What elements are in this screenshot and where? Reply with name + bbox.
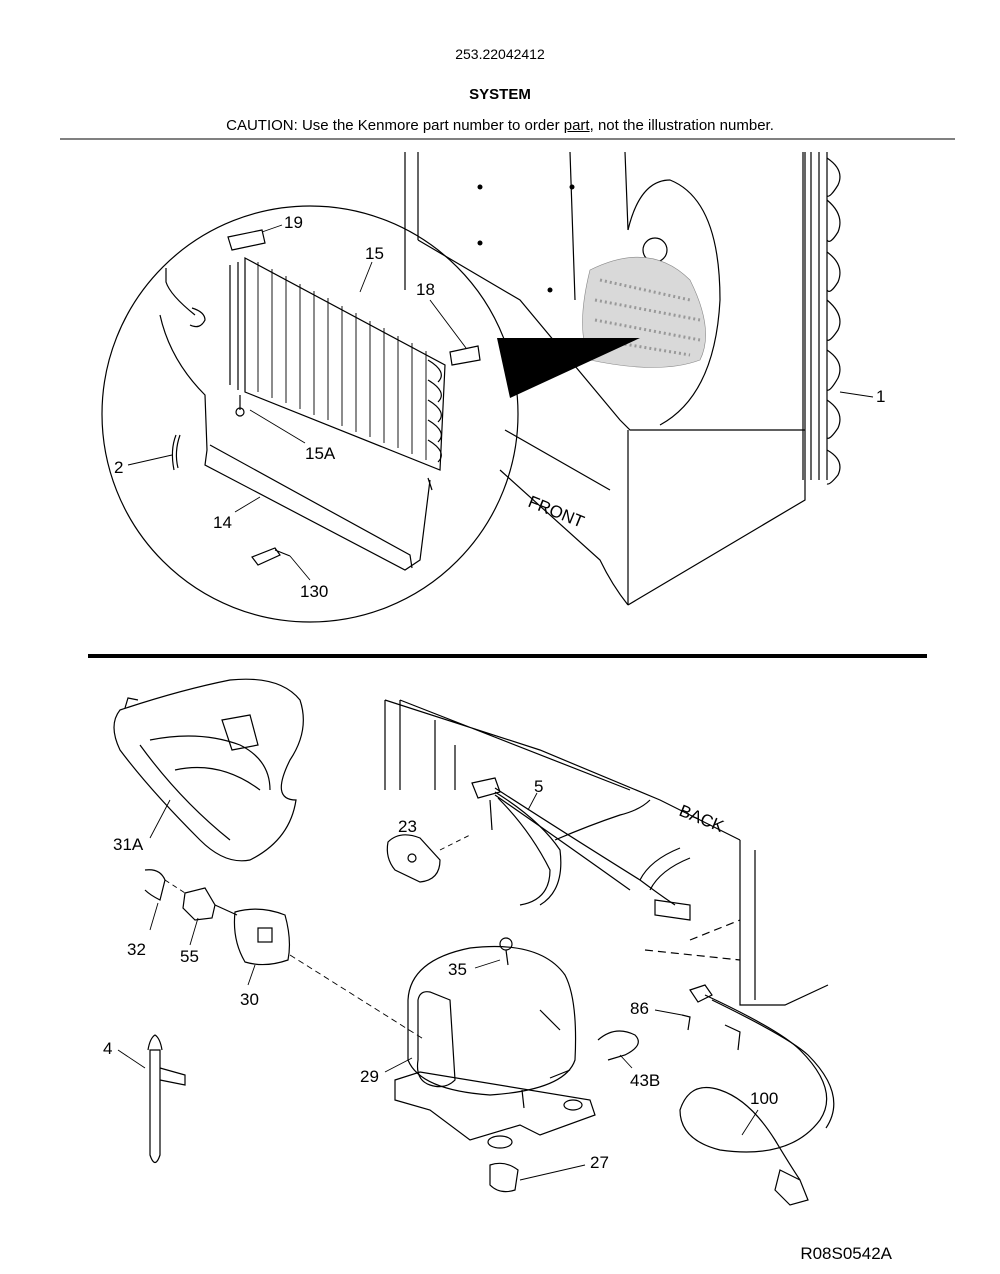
callout-32: 32: [127, 940, 146, 959]
power-cord-100: [679, 984, 835, 1206]
callout-2: 2: [114, 458, 123, 477]
cabinet-outline: [404, 151, 806, 606]
compressor-29: [394, 937, 596, 1149]
drawing-reference-number: R08S0542A: [800, 1244, 892, 1263]
callout-43b: 43B: [630, 1071, 660, 1090]
assembly-dashed-lines: [164, 834, 471, 1041]
callout-5: 5: [534, 777, 543, 796]
caution-prefix: CAUTION: Use the Kenmore part number to …: [226, 117, 564, 134]
lower-leader-lines: [117, 792, 759, 1181]
callout-18: 18: [416, 280, 435, 299]
relay-23: [386, 834, 441, 883]
defrost-heater-parts: [227, 229, 481, 366]
front-label-group: FRONT: [526, 492, 587, 532]
front-label: FRONT: [526, 492, 587, 532]
clip-43b-and-screw-86: [597, 1014, 691, 1061]
drain-pan: [113, 678, 304, 862]
callout-19: 19: [284, 213, 303, 232]
callout-86: 86: [630, 999, 649, 1018]
callout-31a: 31A: [113, 835, 144, 854]
detail-pointer-wedge: [497, 338, 640, 398]
back-label: BACK: [677, 801, 728, 836]
page-title: SYSTEM: [469, 86, 531, 103]
evaporator: [229, 256, 446, 471]
back-label-group: BACK: [677, 801, 728, 836]
upper-leader-lines: [127, 224, 874, 581]
wire-harness: [471, 777, 691, 921]
callout-23: 23: [398, 817, 417, 836]
caution-underlined-word: part: [563, 117, 590, 134]
callout-29: 29: [360, 1067, 379, 1086]
callout-15a: 15A: [305, 444, 336, 463]
detail-circle: [101, 205, 519, 623]
callout-15: 15: [365, 244, 384, 263]
model-number: 253.22042412: [455, 46, 545, 62]
overload-and-relay-parts: [144, 869, 291, 966]
filter-drier-4: [147, 1034, 186, 1164]
caution-suffix: , not the illustration number.: [589, 117, 774, 134]
condenser-coil: [802, 152, 841, 485]
wiring-and-drain-tube: [159, 268, 433, 571]
callout-27: 27: [590, 1153, 609, 1172]
callout-35: 35: [448, 960, 467, 979]
callout-30: 30: [240, 990, 259, 1009]
callout-100: 100: [750, 1089, 778, 1108]
caution-note: CAUTION: Use the Kenmore part number to …: [0, 117, 1000, 134]
cabinet-back-outline: [384, 699, 829, 1006]
callout-130: 130: [300, 582, 328, 601]
grommet-27: [489, 1162, 519, 1193]
callout-4: 4: [103, 1039, 112, 1058]
callout-14: 14: [213, 513, 232, 532]
callout-55: 55: [180, 947, 199, 966]
callout-1: 1: [876, 387, 885, 406]
